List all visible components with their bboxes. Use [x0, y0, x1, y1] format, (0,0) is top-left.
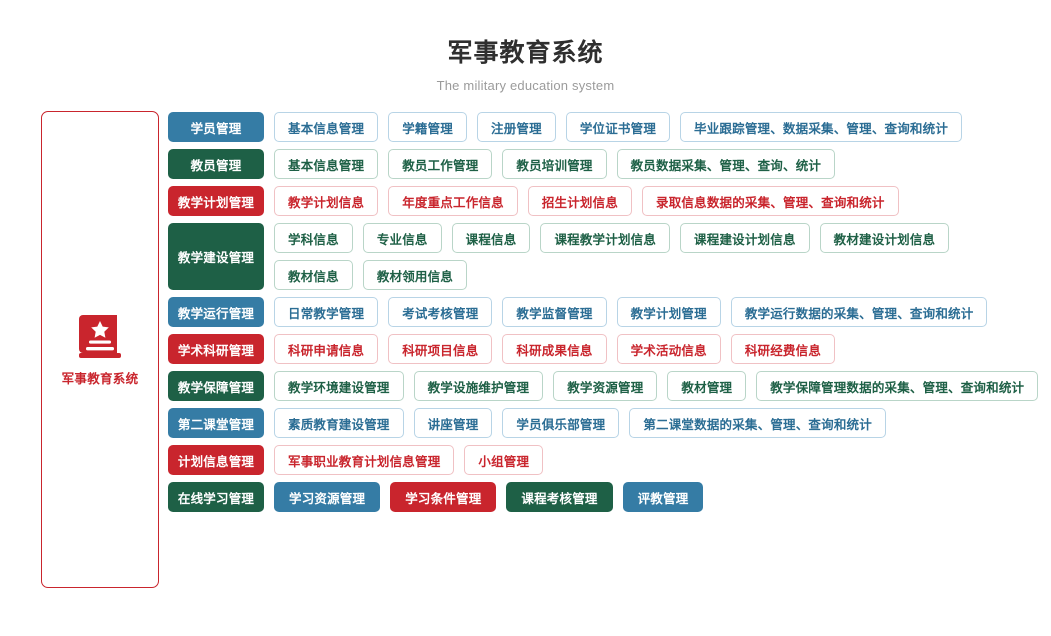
items-line: 教学计划信息年度重点工作信息招生计划信息录取信息数据的采集、管理、查询和统计 — [274, 186, 1051, 217]
brand-panel: 军事教育系统 — [41, 111, 159, 589]
items-line: 科研申请信息科研项目信息科研成果信息学术活动信息科研经费信息 — [274, 334, 1051, 365]
category-button[interactable]: 计划信息管理 — [168, 445, 264, 476]
module-row: 教学建设管理学科信息专业信息课程信息课程教学计划信息课程建设计划信息教材建设计划… — [168, 223, 1051, 291]
items-line: 教材信息教材领用信息 — [274, 260, 1051, 291]
module-item-button[interactable]: 注册管理 — [477, 112, 556, 143]
module-item-button[interactable]: 素质教育建设管理 — [274, 408, 404, 439]
module-item-button[interactable]: 教学计划信息 — [274, 186, 379, 217]
page-subtitle: The military education system — [436, 78, 615, 94]
module-row: 教学保障管理教学环境建设管理教学设施维护管理教学资源管理教材管理教学保障管理数据… — [168, 371, 1051, 402]
category-button[interactable]: 学员管理 — [168, 112, 264, 143]
module-row: 学员管理基本信息管理学籍管理注册管理学位证书管理毕业跟踪管理、数据采集、管理、查… — [168, 112, 1051, 143]
module-item-button[interactable]: 课程考核管理 — [506, 482, 613, 513]
module-row: 计划信息管理军事职业教育计划信息管理小组管理 — [168, 445, 1051, 476]
category-button[interactable]: 教学保障管理 — [168, 371, 264, 402]
category-button[interactable]: 学术科研管理 — [168, 334, 264, 365]
category-items: 教学环境建设管理教学设施维护管理教学资源管理教材管理教学保障管理数据的采集、管理… — [264, 371, 1051, 402]
module-item-button[interactable]: 学术活动信息 — [616, 334, 721, 365]
module-item-button[interactable]: 年度重点工作信息 — [388, 186, 518, 217]
category-items: 学科信息专业信息课程信息课程教学计划信息课程建设计划信息教材建设计划信息教材信息… — [264, 223, 1051, 291]
module-item-button[interactable]: 录取信息数据的采集、管理、查询和统计 — [642, 186, 899, 217]
module-item-button[interactable]: 课程信息 — [451, 223, 531, 254]
module-item-button[interactable]: 教材领用信息 — [362, 260, 468, 291]
module-row: 教学计划管理教学计划信息年度重点工作信息招生计划信息录取信息数据的采集、管理、查… — [168, 186, 1051, 217]
page-title: 军事教育系统 — [447, 39, 604, 67]
module-item-button[interactable]: 小组管理 — [464, 445, 544, 476]
category-items: 日常教学管理考试考核管理教学监督管理教学计划管理教学运行数据的采集、管理、查询和… — [264, 297, 1051, 328]
module-item-button[interactable]: 教材信息 — [274, 260, 353, 291]
module-row: 在线学习管理学习资源管理学习条件管理课程考核管理评教管理 — [168, 482, 1051, 513]
module-item-button[interactable]: 基本信息管理 — [274, 112, 379, 143]
module-item-button[interactable]: 课程教学计划信息 — [540, 223, 671, 254]
module-item-button[interactable]: 评教管理 — [622, 482, 704, 513]
book-star-icon — [79, 313, 121, 359]
category-items: 素质教育建设管理讲座管理学员俱乐部管理第二课堂数据的采集、管理、查询和统计 — [264, 408, 1051, 439]
module-item-button[interactable]: 科研成果信息 — [502, 334, 607, 365]
module-row: 教员管理基本信息管理教员工作管理教员培训管理教员数据采集、管理、查询、统计 — [168, 149, 1051, 180]
items-line: 日常教学管理考试考核管理教学监督管理教学计划管理教学运行数据的采集、管理、查询和… — [274, 297, 1051, 328]
category-button[interactable]: 教学计划管理 — [168, 186, 264, 217]
module-item-button[interactable]: 教学监督管理 — [502, 297, 607, 328]
module-item-button[interactable]: 教员数据采集、管理、查询、统计 — [616, 149, 836, 180]
module-item-button[interactable]: 科研项目信息 — [388, 334, 493, 365]
module-item-button[interactable]: 日常教学管理 — [274, 297, 379, 328]
module-item-button[interactable]: 教员工作管理 — [388, 149, 493, 180]
module-item-button[interactable]: 教学环境建设管理 — [274, 371, 404, 402]
module-item-button[interactable]: 考试考核管理 — [388, 297, 493, 328]
category-items: 学习资源管理学习条件管理课程考核管理评教管理 — [264, 482, 1051, 513]
body-area: 军事教育系统 学员管理基本信息管理学籍管理注册管理学位证书管理毕业跟踪管理、数据… — [0, 93, 1051, 589]
category-button[interactable]: 在线学习管理 — [168, 482, 264, 513]
category-items: 科研申请信息科研项目信息科研成果信息学术活动信息科研经费信息 — [264, 334, 1051, 365]
module-item-button[interactable]: 军事职业教育计划信息管理 — [274, 445, 455, 476]
module-item-button[interactable]: 教学保障管理数据的采集、管理、查询和统计 — [756, 371, 1039, 402]
module-item-button[interactable]: 教学运行数据的采集、管理、查询和统计 — [730, 297, 988, 328]
module-item-button[interactable]: 毕业跟踪管理、数据采集、管理、查询和统计 — [680, 112, 963, 143]
module-item-button[interactable]: 教员培训管理 — [502, 149, 607, 180]
items-line: 军事职业教育计划信息管理小组管理 — [274, 445, 1051, 476]
module-item-button[interactable]: 学籍管理 — [388, 112, 468, 143]
module-item-button[interactable]: 学员俱乐部管理 — [502, 408, 620, 439]
category-button[interactable]: 第二课堂管理 — [168, 408, 264, 439]
page-header: 军事教育系统 The military education system — [0, 0, 1051, 93]
items-line: 基本信息管理教员工作管理教员培训管理教员数据采集、管理、查询、统计 — [274, 149, 1051, 180]
category-button[interactable]: 教员管理 — [168, 149, 264, 180]
module-item-button[interactable]: 学科信息 — [274, 223, 353, 254]
category-items: 基本信息管理学籍管理注册管理学位证书管理毕业跟踪管理、数据采集、管理、查询和统计 — [264, 112, 1051, 143]
category-button[interactable]: 教学建设管理 — [168, 223, 264, 291]
module-item-button[interactable]: 科研经费信息 — [730, 334, 836, 365]
module-item-button[interactable]: 基本信息管理 — [274, 149, 379, 180]
brand-label: 军事教育系统 — [61, 371, 139, 386]
module-item-button[interactable]: 课程建设计划信息 — [680, 223, 810, 254]
module-item-button[interactable]: 讲座管理 — [413, 408, 493, 439]
items-line: 学习资源管理学习条件管理课程考核管理评教管理 — [274, 482, 1051, 513]
category-items: 军事职业教育计划信息管理小组管理 — [264, 445, 1051, 476]
module-item-button[interactable]: 招生计划信息 — [527, 186, 633, 217]
module-item-button[interactable]: 教学设施维护管理 — [413, 371, 544, 402]
module-row: 第二课堂管理素质教育建设管理讲座管理学员俱乐部管理第二课堂数据的采集、管理、查询… — [168, 408, 1051, 439]
module-item-button[interactable]: 教材建设计划信息 — [819, 223, 950, 254]
category-items: 教学计划信息年度重点工作信息招生计划信息录取信息数据的采集、管理、查询和统计 — [264, 186, 1051, 217]
module-rows: 学员管理基本信息管理学籍管理注册管理学位证书管理毕业跟踪管理、数据采集、管理、查… — [159, 111, 1051, 519]
items-line: 素质教育建设管理讲座管理学员俱乐部管理第二课堂数据的采集、管理、查询和统计 — [274, 408, 1051, 439]
module-item-button[interactable]: 教材管理 — [667, 371, 747, 402]
category-items: 基本信息管理教员工作管理教员培训管理教员数据采集、管理、查询、统计 — [264, 149, 1051, 180]
items-line: 学科信息专业信息课程信息课程教学计划信息课程建设计划信息教材建设计划信息 — [274, 223, 1051, 254]
module-row: 教学运行管理日常教学管理考试考核管理教学监督管理教学计划管理教学运行数据的采集、… — [168, 297, 1051, 328]
module-item-button[interactable]: 第二课堂数据的采集、管理、查询和统计 — [629, 408, 886, 439]
items-line: 基本信息管理学籍管理注册管理学位证书管理毕业跟踪管理、数据采集、管理、查询和统计 — [274, 112, 1051, 143]
module-item-button[interactable]: 学习条件管理 — [390, 482, 497, 513]
module-row: 学术科研管理科研申请信息科研项目信息科研成果信息学术活动信息科研经费信息 — [168, 334, 1051, 365]
module-item-button[interactable]: 教学计划管理 — [616, 297, 721, 328]
module-item-button[interactable]: 教学资源管理 — [553, 371, 658, 402]
module-item-button[interactable]: 科研申请信息 — [274, 334, 379, 365]
module-item-button[interactable]: 专业信息 — [362, 223, 442, 254]
module-item-button[interactable]: 学位证书管理 — [565, 112, 671, 143]
items-line: 教学环境建设管理教学设施维护管理教学资源管理教材管理教学保障管理数据的采集、管理… — [274, 371, 1051, 402]
category-button[interactable]: 教学运行管理 — [168, 297, 264, 328]
module-item-button[interactable]: 学习资源管理 — [274, 482, 381, 513]
